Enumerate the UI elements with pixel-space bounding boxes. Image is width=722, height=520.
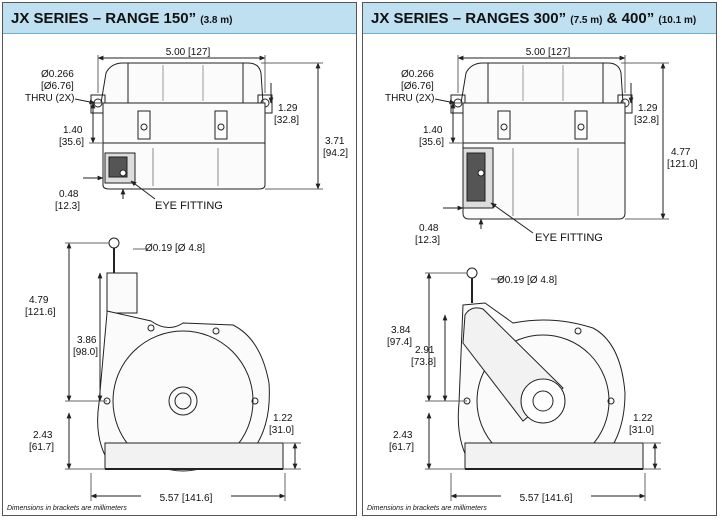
dim-width-bottom: 5.57 [141.6] [141, 493, 231, 504]
dim-total: 4.77 [671, 147, 691, 158]
front-view [97, 237, 284, 472]
title-metric-400: (10.1 m) [658, 15, 697, 26]
panel-title: JX SERIES – RANGES 300” (7.5 m) & 400” (… [363, 3, 716, 34]
dim-291: 2.91 [415, 345, 435, 356]
dim-hole-thru: THRU (2X) [25, 93, 75, 104]
dim-width-top: 5.00 [127] [525, 47, 571, 58]
dim-129: 1.29 [278, 103, 298, 114]
title-text-400: & 400” [606, 10, 655, 27]
title-metric-300: (7.5 m) [570, 15, 603, 26]
dim-291-mm: [73.8] [411, 357, 437, 368]
dim-140-mm: [35.6] [419, 137, 445, 148]
dim-243-mm: [61.7] [389, 442, 415, 453]
dim-129-mm: [32.8] [274, 115, 300, 126]
drawing-range-300-400 [425, 55, 669, 501]
drawing-range-150 [65, 55, 323, 501]
panel-range-300-400: JX SERIES – RANGES 300” (7.5 m) & 400” (… [362, 2, 717, 516]
dim-122-mm: [31.0] [269, 425, 295, 436]
dim-386-mm: [98.0] [73, 347, 99, 358]
dim-122-mm: [31.0] [629, 425, 655, 436]
footnote: Dimensions in brackets are millimeters [7, 505, 127, 512]
dim-048: 0.48 [59, 189, 79, 200]
dim-386: 3.86 [77, 335, 97, 346]
dim-hole-thru: THRU (2X) [385, 93, 435, 104]
dim-122: 1.22 [273, 413, 293, 424]
dim-total-mm: [94.2] [323, 148, 349, 159]
dim-048-mm: [12.3] [55, 201, 81, 212]
dim-140: 1.40 [63, 125, 83, 136]
dim-total: 3.71 [325, 136, 345, 147]
panel-title: JX SERIES – RANGE 150” (3.8 m) [3, 3, 356, 34]
dim-129-mm: [32.8] [634, 115, 660, 126]
eye-fitting-label: EYE FITTING [155, 200, 223, 212]
dim-122: 1.22 [633, 413, 653, 424]
dim-eye-dia: Ø0.19 [Ø 4.8] [497, 275, 558, 286]
dim-479-mm: [121.6] [25, 307, 56, 318]
eye-fitting-label: EYE FITTING [535, 232, 603, 244]
dim-width-bottom: 5.57 [141.6] [501, 493, 591, 504]
title-text: JX SERIES – RANGES 300” [371, 10, 567, 27]
title-text: JX SERIES – RANGE 150” [11, 10, 197, 27]
dim-048-mm: [12.3] [415, 235, 441, 246]
dim-243: 2.43 [33, 430, 53, 441]
dim-140: 1.40 [423, 125, 443, 136]
dim-width-top: 5.00 [127] [165, 47, 211, 58]
dim-eye-dia: Ø0.19 [Ø 4.8] [145, 243, 206, 254]
panel-range-150: JX SERIES – RANGE 150” (3.8 m) [2, 2, 357, 516]
dim-243-mm: [61.7] [29, 442, 55, 453]
footnote: Dimensions in brackets are millimeters [367, 505, 487, 512]
dim-479: 4.79 [29, 295, 49, 306]
title-metric: (3.8 m) [200, 15, 233, 26]
dim-384-mm: [97.4] [387, 337, 413, 348]
dim-140-mm: [35.6] [59, 137, 85, 148]
front-view [457, 267, 644, 470]
dim-384: 3.84 [391, 325, 411, 336]
side-view [90, 62, 273, 190]
dim-total-mm: [121.0] [667, 159, 698, 170]
dim-hole-dia: Ø0.266 [401, 69, 434, 80]
dim-hole-dia-mm: [Ø6.76] [41, 81, 74, 92]
dim-048: 0.48 [419, 223, 439, 234]
dim-hole-dia-mm: [Ø6.76] [401, 81, 434, 92]
dim-129: 1.29 [638, 103, 658, 114]
dim-hole-dia: Ø0.266 [41, 69, 74, 80]
side-view [450, 62, 633, 220]
dim-243: 2.43 [393, 430, 413, 441]
